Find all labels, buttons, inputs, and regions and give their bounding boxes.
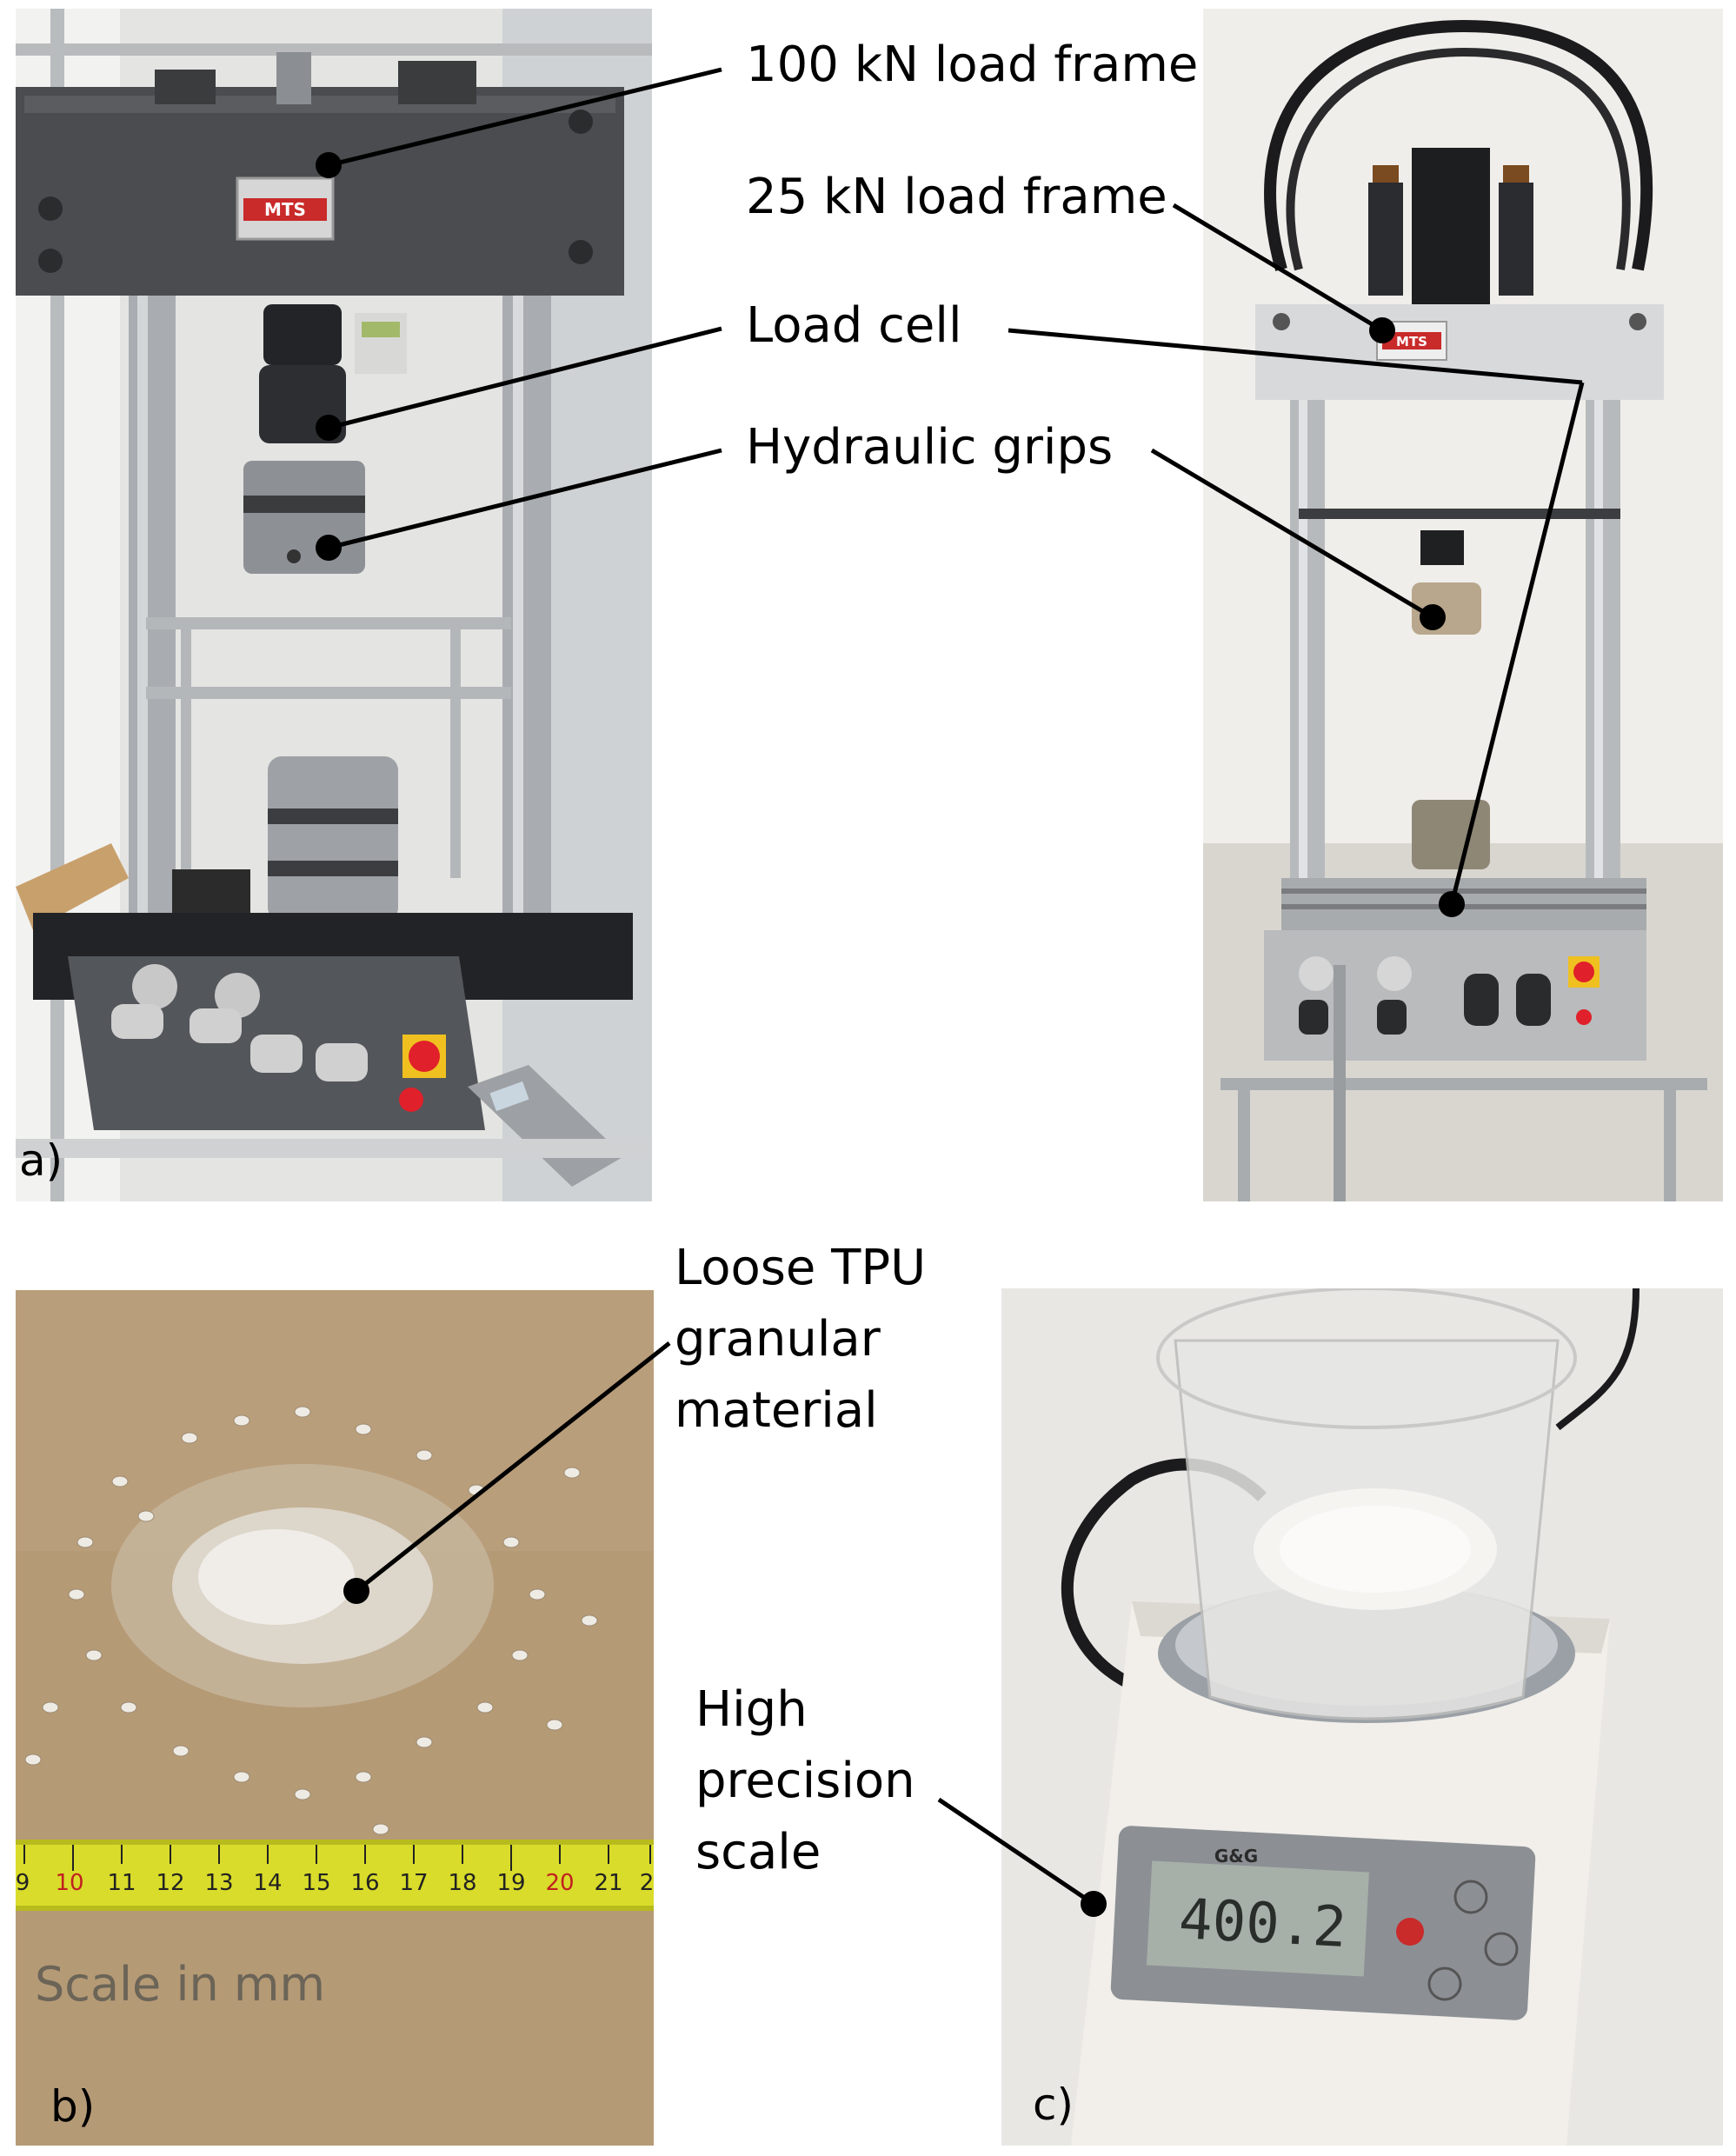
ruler-tick-18: 18 <box>448 1870 476 1896</box>
photo-25kn-machine-drawing: MTS <box>1203 9 1723 1201</box>
photo-100kn-machine: MTS <box>16 9 652 1201</box>
scale-in-mm-label: Scale in mm <box>35 1957 326 2012</box>
label-load-cell: Load cell <box>746 297 962 354</box>
photo-precision-scale: 400.2 G&G c) <box>1001 1288 1723 2146</box>
ruler-tick-11: 11 <box>107 1870 136 1896</box>
ruler-tick-22: 2 <box>640 1870 654 1896</box>
photo-tpu-granules: 9 10 11 12 13 14 15 16 17 18 19 20 21 2 … <box>16 1290 654 2146</box>
ruler-tick-20: 20 <box>545 1870 574 1896</box>
photo-precision-scale-drawing: 400.2 G&G <box>1001 1288 1723 2146</box>
photo-25kn-machine: MTS <box>1203 9 1723 1201</box>
mts-logo-25kn: MTS <box>1396 334 1427 349</box>
mts-logo-a: MTS <box>264 199 306 220</box>
label-scale-line-2: precision <box>695 1753 915 1809</box>
panel-label-b: b) <box>50 2081 96 2132</box>
label-100kn-load-frame: 100 kN load frame <box>746 37 1199 93</box>
label-tpu-line-1: Loose TPU <box>675 1240 927 1296</box>
scale-brand-logo: G&G <box>1214 1846 1258 1867</box>
ruler-tick-21: 21 <box>594 1870 622 1896</box>
panel-label-a: a) <box>19 1135 63 1186</box>
label-hydraulic-grips: Hydraulic grips <box>746 419 1114 476</box>
scale-display-value: 400.2 <box>1177 1887 1347 1960</box>
label-tpu-line-3: material <box>675 1382 878 1439</box>
ruler-tick-12: 12 <box>156 1870 184 1896</box>
ruler-tick-10: 10 <box>55 1870 83 1896</box>
ruler-tick-14: 14 <box>253 1870 282 1896</box>
ruler-tick-15: 15 <box>302 1870 330 1896</box>
label-25kn-load-frame: 25 kN load frame <box>746 169 1167 225</box>
label-scale-line-3: scale <box>695 1824 821 1880</box>
ruler-tick-13: 13 <box>204 1870 233 1896</box>
ruler-tick-16: 16 <box>350 1870 379 1896</box>
ruler-tick-19: 19 <box>496 1870 525 1896</box>
photo-tpu-granules-drawing: 9 10 11 12 13 14 15 16 17 18 19 20 21 2 <box>16 1290 654 2146</box>
ruler-tick-17: 17 <box>399 1870 428 1896</box>
label-tpu-line-2: granular <box>675 1311 881 1367</box>
panel-label-c: c) <box>1033 2079 1074 2130</box>
photo-100kn-machine-drawing: MTS <box>16 9 652 1201</box>
ruler-tick-9: 9 <box>16 1870 30 1896</box>
label-scale-line-1: High <box>695 1681 808 1738</box>
